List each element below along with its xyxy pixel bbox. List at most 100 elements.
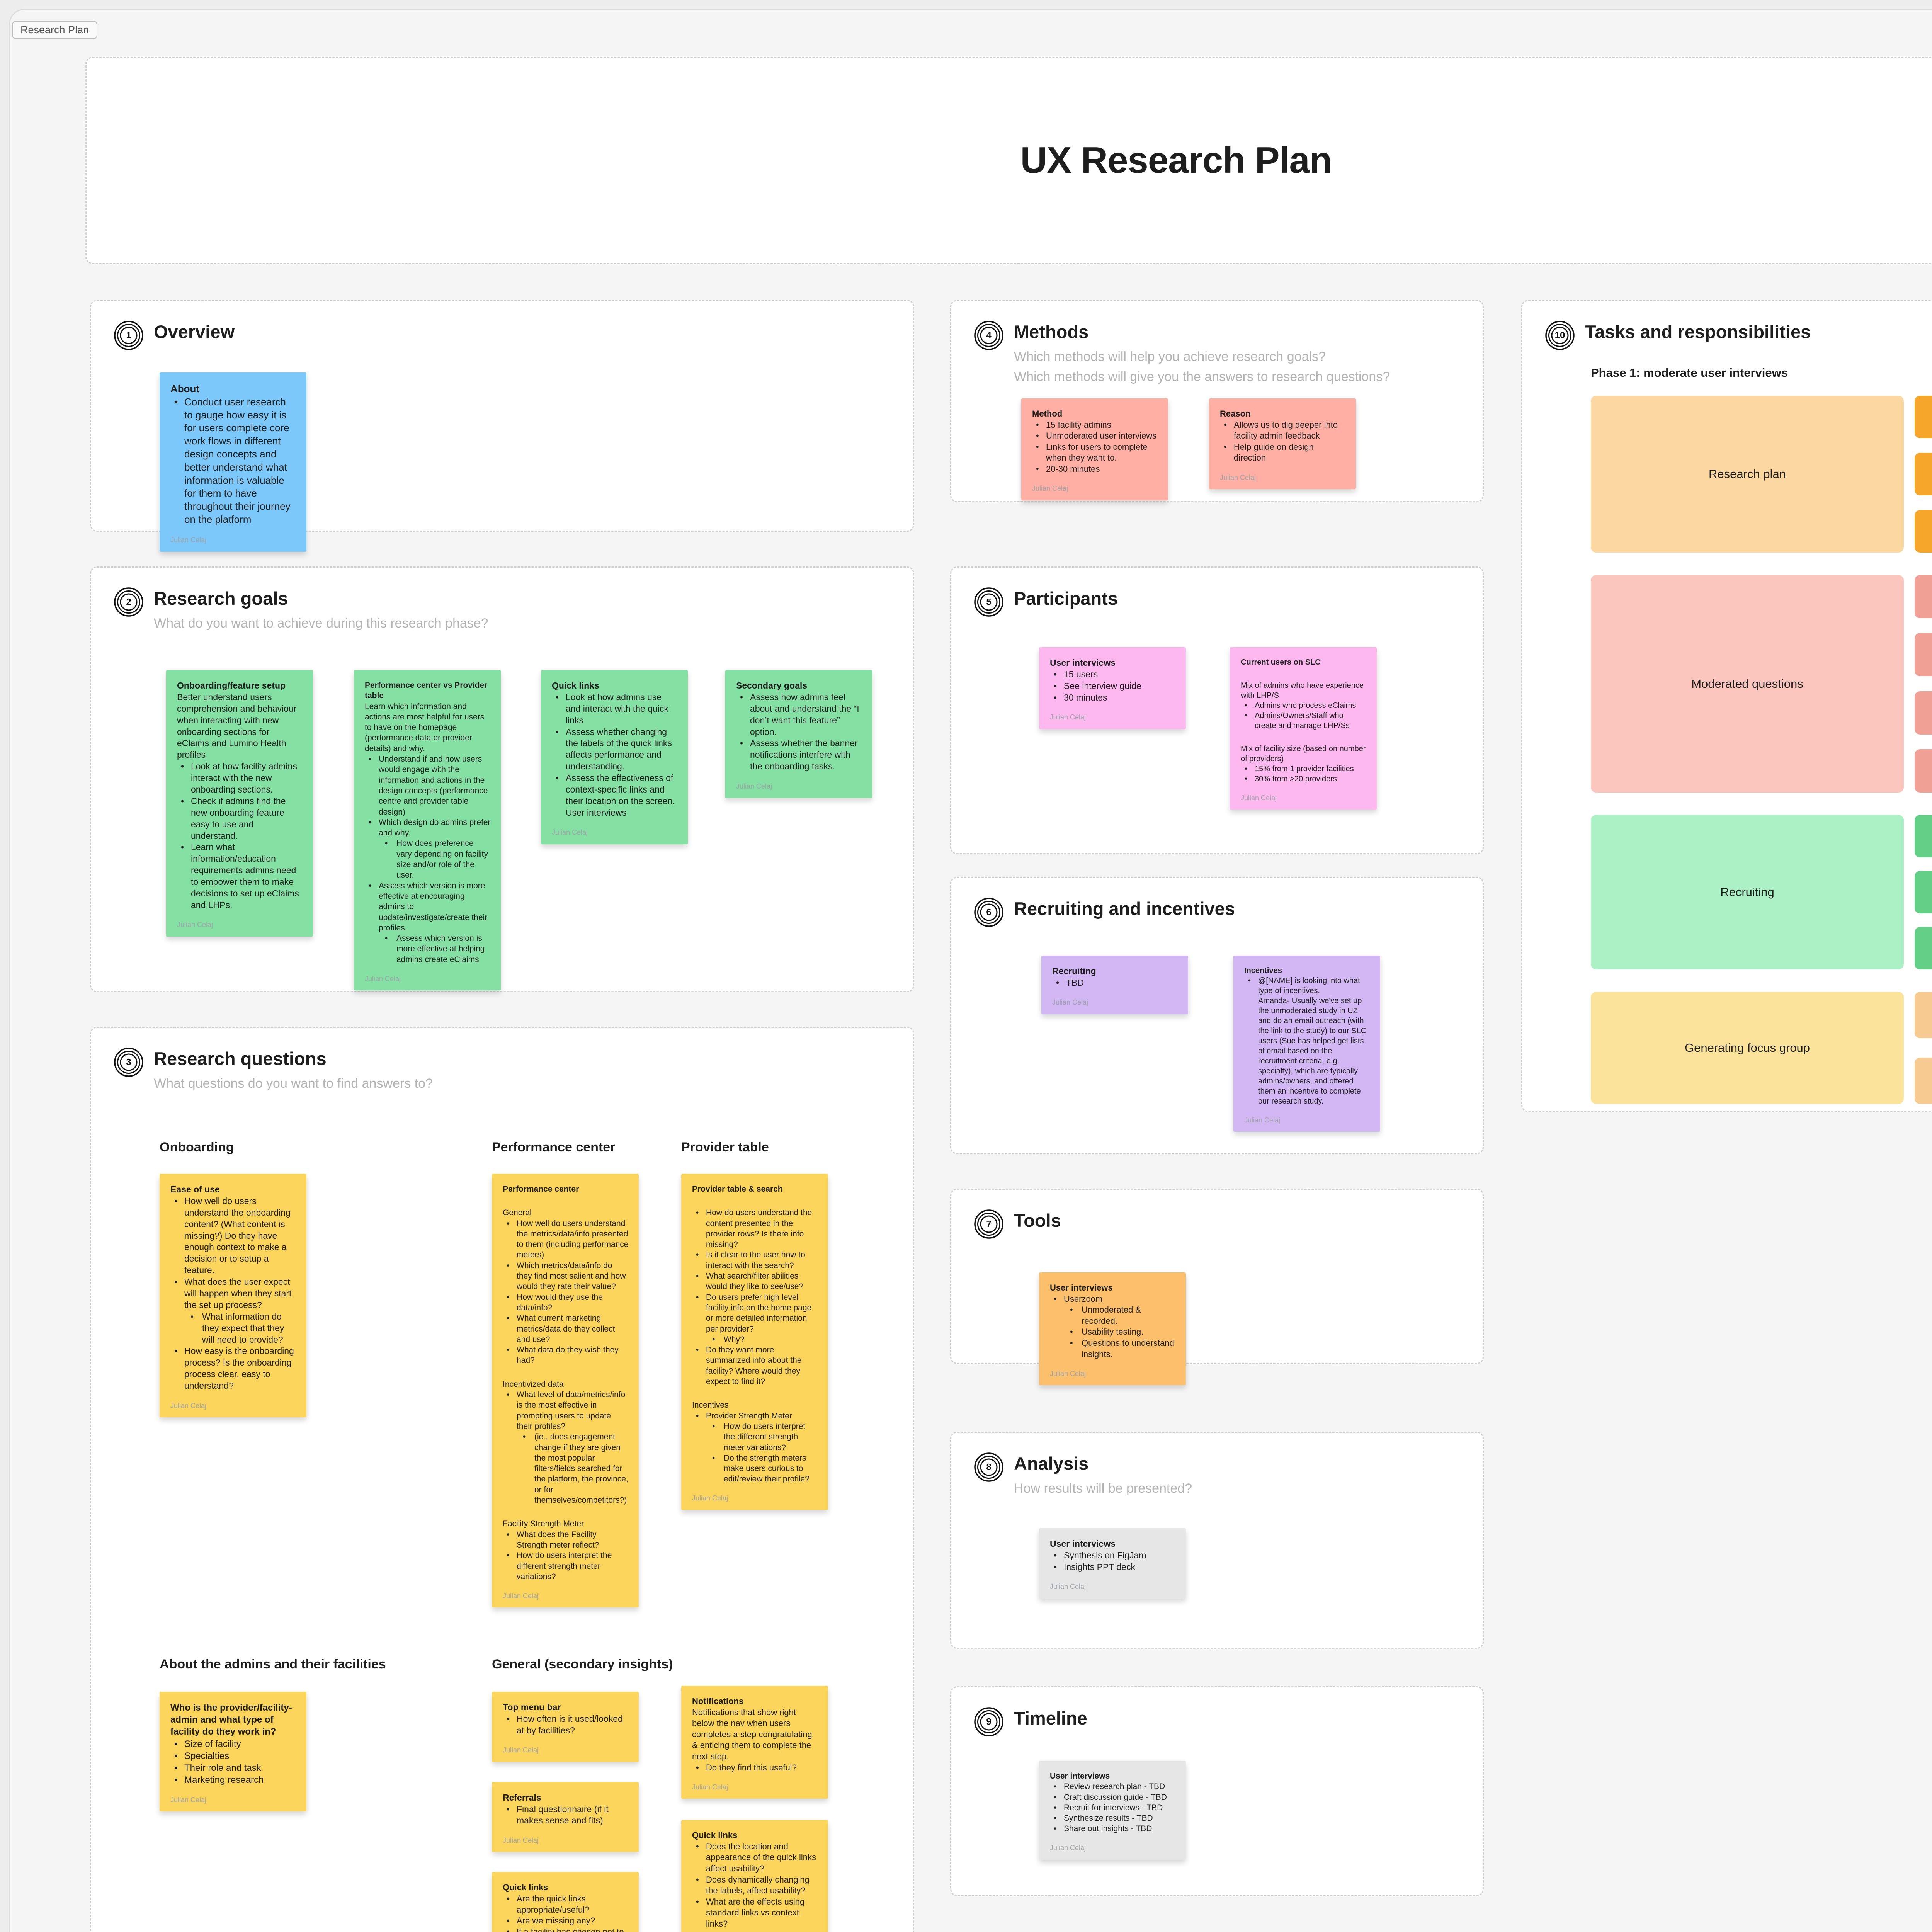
section-number-icon: 4 — [974, 320, 1004, 350]
title-frame[interactable]: UX Research Plan — [85, 57, 1932, 264]
sticky-item: Look at how admins use and interact with… — [552, 692, 678, 726]
sticky-author: Julian Celaj — [692, 1783, 728, 1791]
assignee-pill[interactable]: [NAME] — [1915, 992, 1932, 1038]
sticky-item: Unmoderated & recorded. — [1050, 1304, 1176, 1327]
sticky-note[interactable]: Quick linksDoes the location and appeara… — [681, 1820, 828, 1932]
task-row: Moderated questions [NAME] [NAME] [NAME] [NA… — [1591, 575, 1932, 793]
page-title: UX Research Plan — [1020, 139, 1332, 181]
task-category-cell[interactable]: Research plan — [1591, 396, 1904, 553]
sticky-note[interactable]: User interviews15 usersSee interview gui… — [1039, 647, 1186, 729]
sticky-group: Quick linksLook at how admins use and in… — [541, 670, 688, 844]
sticky-item: Does the location and appearance of the … — [692, 1841, 818, 1874]
sticky-group: Incentives@[NAME] is looking into what t… — [1233, 956, 1380, 1132]
sticky-note[interactable]: User interviewsSynthesis on FigJamInsigh… — [1039, 1528, 1186, 1599]
sticky-title: Secondary goals — [736, 680, 808, 690]
sticky-note[interactable]: Method15 facility adminsUnmoderated user… — [1021, 398, 1168, 500]
sticky-item: Marketing research — [170, 1774, 296, 1786]
task-category-cell[interactable]: Generating focus group — [1591, 992, 1904, 1104]
sticky-author: Julian Celaj — [170, 1796, 207, 1804]
sticky-item: TBD — [1052, 977, 1178, 989]
sticky-note[interactable]: Secondary goalsAssess how admins feel ab… — [725, 670, 872, 798]
assignee-pill[interactable]: [NAME] — [1915, 396, 1932, 438]
assignee-pill[interactable]: [NAME] — [1915, 1058, 1932, 1104]
sticky-item: 15% from 1 provider facilities — [1241, 764, 1367, 774]
sticky-item: Mix of facility size (based on number of… — [1241, 745, 1366, 763]
sticky-note[interactable]: Ease of useHow well do users understand … — [160, 1174, 306, 1418]
assignee-pill[interactable]: [NAME] — [1915, 453, 1932, 495]
section-overview[interactable]: 1OverviewAboutConduct user research to g… — [90, 300, 914, 552]
assignee-pill[interactable]: [NAME] — [1915, 927, 1932, 969]
sticky-note[interactable]: User interviewsUserzoomUnmoderated & rec… — [1039, 1272, 1186, 1386]
sticky-item: Mix of admins who have experience with L… — [1241, 681, 1364, 700]
sticky-title: About — [170, 383, 200, 395]
sticky-item: Are we missing any? — [503, 1915, 629, 1927]
assignee-pill[interactable]: [NAME] — [1915, 575, 1932, 618]
task-category-cell[interactable]: Recruiting — [1591, 815, 1904, 969]
sticky-note[interactable]: ReasonAllows us to dig deeper into facil… — [1209, 398, 1356, 489]
sticky-group: Performance centerGeneralHow well do use… — [492, 1174, 639, 1608]
sticky-note[interactable]: ReferralsFinal questionnaire (if it make… — [492, 1782, 639, 1852]
sticky-group: User interviewsSynthesis on FigJamInsigh… — [1039, 1528, 1186, 1599]
sticky-item: How well do users understand the onboard… — [170, 1196, 296, 1276]
sticky-item — [1241, 731, 1367, 744]
sticky-item: Look at how facility admins interact wit… — [177, 761, 303, 796]
sticky-item: Userzoom — [1050, 1294, 1176, 1305]
assignee-pill[interactable]: [NAME] — [1915, 871, 1932, 913]
sticky-item: Recruit for interviews - TBD — [1050, 1803, 1176, 1813]
assignee-pill[interactable]: [NAME] — [1915, 633, 1932, 677]
sticky-item — [692, 1194, 818, 1208]
section-title: Overview — [154, 321, 235, 342]
sticky-item — [1241, 667, 1367, 680]
assignee-pill[interactable]: [NAME] — [1915, 691, 1932, 735]
frame-name-tag[interactable]: Research Plan — [12, 21, 98, 39]
phase-label: Phase 1: moderate user interviews — [1591, 366, 1788, 379]
svg-text:2: 2 — [126, 597, 131, 607]
sticky-title: Quick links — [503, 1883, 548, 1893]
sticky-group: User interviews15 usersSee interview gui… — [1039, 647, 1186, 729]
sticky-note[interactable]: Top menu barHow often is it used/looked … — [492, 1692, 639, 1762]
assignee-pill[interactable]: [NAME] — [1915, 815, 1932, 857]
sticky-note[interactable]: AboutConduct user research to gauge how … — [160, 372, 306, 552]
sticky-group: User interviewsUserzoomUnmoderated & rec… — [1039, 1272, 1186, 1386]
sticky-note[interactable]: Provider table & searchHow do users unde… — [681, 1174, 828, 1510]
sticky-item: Assess which version is more effective a… — [365, 881, 491, 933]
sticky-author: Julian Celaj — [1050, 1369, 1086, 1378]
section-number-icon: 8 — [974, 1452, 1004, 1482]
sticky-item: Usability testing. — [1050, 1327, 1176, 1338]
column-label: Performance center — [492, 1140, 616, 1155]
sticky-title: Incentives — [1244, 966, 1282, 975]
sticky-note[interactable]: Incentives@[NAME] is looking into what t… — [1233, 956, 1380, 1132]
sticky-item: Insights PPT deck — [1050, 1561, 1176, 1573]
sticky-item: What level of data/metrics/info is the m… — [503, 1389, 629, 1432]
sticky-note[interactable]: Performance centerGeneralHow well do use… — [492, 1174, 639, 1608]
sticky-author: Julian Celaj — [170, 1401, 207, 1410]
assignee-pill[interactable]: [NAME] — [1915, 749, 1932, 793]
sticky-item: Share out insights - TBD — [1050, 1823, 1176, 1834]
sticky-note[interactable]: Quick linksLook at how admins use and in… — [541, 670, 688, 844]
sticky-note[interactable]: Who is the provider/facility-admin and w… — [160, 1692, 306, 1812]
sticky-note[interactable]: RecruitingTBDJulian Celaj — [1041, 956, 1188, 1014]
sticky-item: Help guide on design direction — [1220, 442, 1346, 464]
sticky-note[interactable]: Quick linksAre the quick links appropria… — [492, 1872, 639, 1932]
sticky-title: Recruiting — [1052, 966, 1096, 976]
sticky-title: Method — [1032, 409, 1063, 418]
assignee-pill[interactable]: [NAME] — [1915, 510, 1932, 553]
sticky-item: What current marketing metrics/data do t… — [503, 1313, 629, 1345]
sticky-note[interactable]: User interviewsReview research plan - TB… — [1039, 1761, 1186, 1860]
task-category-cell[interactable]: Moderated questions — [1591, 575, 1904, 793]
